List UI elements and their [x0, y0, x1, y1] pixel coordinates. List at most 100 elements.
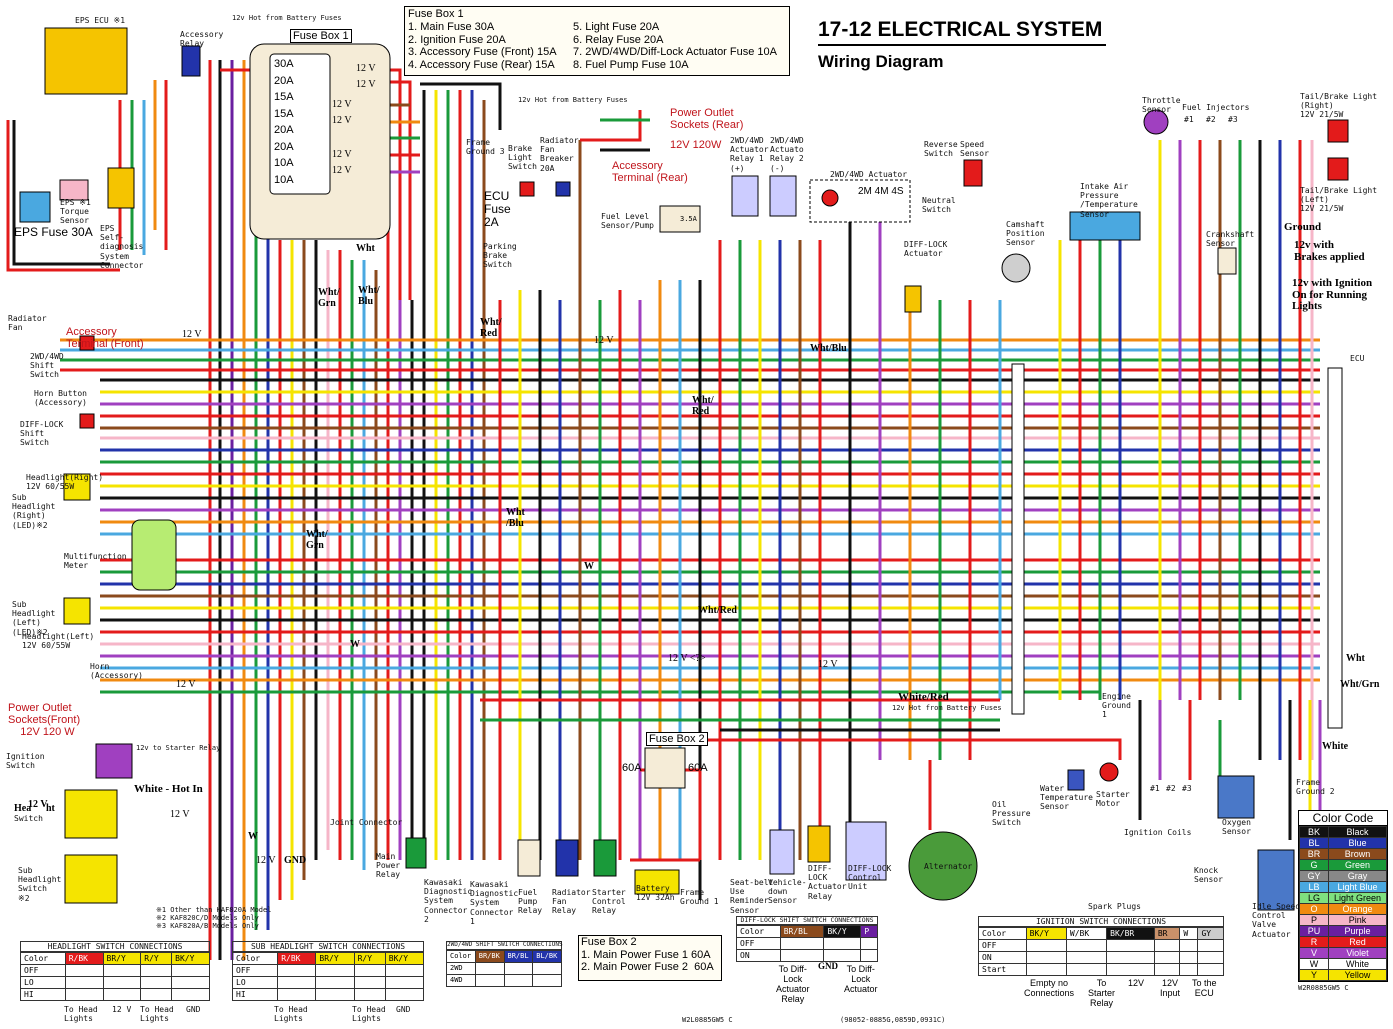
table-cell: BR/Y: [102, 952, 142, 966]
color-code-title: Color Code: [1299, 811, 1387, 826]
spark-plugs-label: Spark Plugs: [1088, 902, 1141, 911]
table-row: HI: [231, 988, 425, 1002]
wire-label: Wht /Blu: [506, 507, 525, 529]
table-row: OFF: [736, 937, 878, 951]
color-code-name: Brown: [1328, 848, 1387, 860]
actuator-2wd4wd-label: 2WD/4WD Actuator: [830, 170, 908, 179]
table-footer: To the ECU: [1192, 978, 1217, 998]
neutral-switch-label: Neutral Switch: [922, 196, 956, 215]
rear-12v-label: 12V 120W: [670, 139, 722, 151]
starter-motor-label: Starter Motor: [1096, 790, 1130, 809]
wire-label: W: [584, 561, 594, 572]
fuse-box2-label: Fuse Box 2: [646, 732, 708, 746]
color-code-name: Gray: [1328, 870, 1387, 882]
v12-label: 12 V: [356, 63, 376, 74]
coil-num: #1: [1150, 784, 1160, 793]
table-title: 2WD/4WD SHIFT SWITCH CONNECTIONS: [446, 941, 563, 950]
table-cell: LO: [20, 976, 66, 990]
actuator-relay1-label: 2WD/4WD Actuator Relay 1 (+): [730, 136, 769, 173]
ignition-coils-label: Ignition Coils: [1124, 828, 1192, 837]
table-cell: P: [860, 925, 878, 939]
kdsc2-label: Kawasaki Diagnostic System Connector 2: [424, 878, 473, 924]
table-cell: BL/BK: [532, 949, 562, 963]
ecu-fuse-label: ECU Fuse 2A: [484, 189, 511, 230]
wire-label: Wht: [1346, 653, 1365, 664]
hot-battery-note: 12v Hot from Battery Fuses: [518, 96, 628, 104]
table-footer: To Starter Relay: [1088, 978, 1116, 1008]
table-cell: BK/Y: [171, 952, 210, 966]
table-row: OFF: [20, 964, 210, 978]
shift-2wd4wd-table: 2WD/4WD SHIFT SWITCH CONNECTIONS Color B…: [446, 941, 563, 987]
shift-2wd4wd-label: 2WD/4WD Shift Switch: [30, 352, 64, 380]
frame-ground3-label: Frame Ground 3: [466, 138, 505, 157]
table-footer: 12 V: [112, 1005, 132, 1014]
injector-num: #3: [1228, 115, 1238, 124]
eps-fuse-label: EPS Fuse 30A: [14, 225, 93, 239]
table-footer: 12V: [1128, 978, 1145, 988]
table-header-row: Color R/BK BR/Y R/Y BK/Y: [20, 952, 210, 966]
white-hot-in-label: White - Hot In: [134, 783, 203, 795]
wire-label: Wht/ Grn: [306, 529, 328, 551]
radiator-fan-breaker-label: Radiator Fan Breaker 20A: [540, 136, 579, 173]
table-cell: 2WD: [446, 961, 476, 975]
coil-num: #3: [1182, 784, 1192, 793]
table-cell: Color: [446, 949, 476, 963]
table-title: SUB HEADLIGHT SWITCH CONNECTIONS: [232, 941, 424, 953]
unknown-12v-label: 12 V <?>: [668, 653, 706, 664]
table-cell: BR/Y: [315, 952, 355, 966]
injector-num: #2: [1206, 115, 1216, 124]
table-cell: Color: [231, 952, 279, 966]
v12-label: 12 V: [356, 79, 376, 90]
difflock-control-label: DIFF-LOCK Control Unit: [848, 864, 892, 892]
color-code-name: Light Green: [1328, 892, 1387, 904]
eps-ecu-label: EPS ECU ※1: [75, 16, 126, 25]
table-title: IGNITION SWITCH CONNECTIONS: [978, 916, 1224, 928]
table-header-row: Color R/BK BR/Y R/Y BK/Y: [231, 952, 425, 966]
color-code-name: Black: [1328, 826, 1387, 838]
alternator-label: Alternator: [924, 862, 973, 871]
table-footer: GND: [396, 1005, 411, 1014]
hot-battery-note-top: 12v Hot from Battery Fuses: [232, 14, 342, 22]
color-code-name: Green: [1328, 859, 1387, 871]
water-temp-label: Water Temperature Sensor: [1040, 784, 1093, 812]
table-row: HI: [20, 988, 210, 1002]
table-footer: To Head Lights: [274, 1005, 308, 1024]
intake-air-label: Intake Air Pressure /Temperature Sensor: [1080, 182, 1138, 219]
table-cell: W: [1179, 927, 1199, 941]
seatbelt-sensor-label: Seat-belt Use Reminder Sensor: [730, 878, 774, 915]
table-cell: 4WD: [446, 973, 476, 987]
ref-code-right: W2R0885GW5 C: [1298, 984, 1349, 992]
table-row: LO: [20, 976, 210, 990]
difflock-shift-table: DIFF-LOCK SHIFT SWITCH CONNECTIONS Color…: [736, 916, 878, 1004]
brakes-applied-label: 12v with Brakes applied: [1294, 239, 1365, 263]
fuse-box2-legend-heading: Fuse Box 2: [581, 936, 637, 948]
radiator-fan-label: Radiator Fan: [8, 314, 47, 333]
fuse-rating: 20A: [274, 124, 294, 136]
wire-label: W: [248, 831, 258, 842]
table-row: ON: [978, 951, 1224, 965]
v12-label: 12 V: [182, 329, 202, 340]
wire-label: Wht/Grn: [1340, 679, 1380, 690]
wire-label: Wht/ Red: [480, 317, 502, 339]
fuse-box2-left: 60A: [622, 762, 642, 774]
fuse-legend-item: 2. Main Power Fuse 2 60A: [581, 961, 714, 974]
color-code-abbr: G: [1299, 859, 1329, 871]
hot-battery-note-mid: 12v Hot from Battery Fuses: [892, 704, 1002, 712]
table-header-row: Color BR/BK BR/BL BL/BK: [446, 949, 562, 963]
table-cell: BK/BR: [1106, 927, 1155, 941]
table-header-row: Color BR/BL BK/Y P: [736, 925, 878, 939]
table-cell: OFF: [20, 964, 66, 978]
color-code-name: White: [1328, 958, 1387, 970]
joint-connector-label: Joint Connector: [330, 818, 403, 827]
headlight-left-label: Headlight(Left) 12V 60/55W: [22, 632, 95, 651]
fuse-legend-item: 2. Ignition Fuse 20A: [408, 33, 506, 46]
battery-label: Battery 12V 32Ah: [636, 884, 675, 903]
